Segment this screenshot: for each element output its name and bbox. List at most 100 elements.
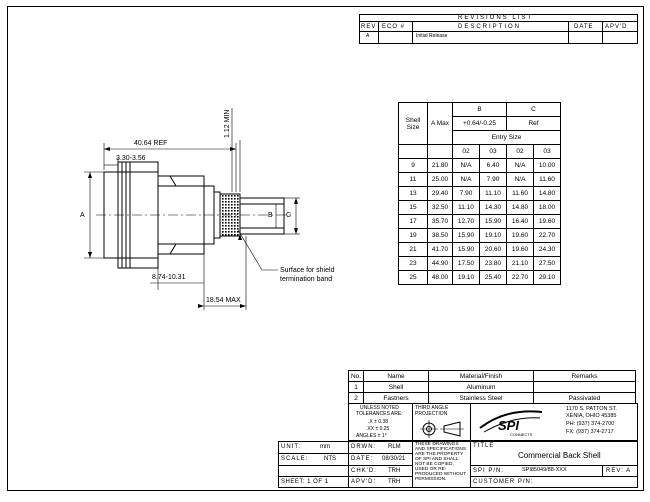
apvd-label: APV'D: <box>351 479 377 485</box>
table-cell: 14.80 <box>506 200 534 215</box>
table-cell: 25.00 <box>427 172 453 187</box>
sub-header: 03 <box>489 148 497 155</box>
parts-col-material: Material/Finish <box>459 372 503 380</box>
label-c: C <box>286 212 292 219</box>
table-cell: 29.10 <box>533 270 561 285</box>
part-remarks <box>533 381 636 393</box>
table-cell: 19 <box>398 228 428 243</box>
table-cell: 17.50 <box>452 256 480 271</box>
chkd-value: TRH <box>388 468 401 474</box>
table-cell: 12.70 <box>452 214 480 229</box>
table-cell: 21 <box>398 242 428 257</box>
table-cell: 13 <box>398 186 428 201</box>
parts-list: No. Name Material/Finish Remarks 1 Shell… <box>348 370 636 404</box>
table-cell: 29.40 <box>427 186 453 201</box>
drawing-frame <box>7 6 644 491</box>
dim-min-label: 1.12 MIN <box>224 109 231 138</box>
table-cell: 25.40 <box>479 270 507 285</box>
notice-line: NOT BE COPIED, <box>415 462 454 467</box>
table-cell: 25 <box>398 270 428 285</box>
date-label: DATE: <box>351 456 374 462</box>
sub-header: 03 <box>543 148 551 155</box>
table-cell: 17 <box>398 214 428 229</box>
notice-line: THESE DRAWINGS <box>415 442 459 447</box>
table-cell: 38.50 <box>427 228 453 243</box>
table-row: 1 Shell Aluminum <box>348 381 636 393</box>
table-cell: 11.60 <box>533 172 561 187</box>
table-cell: 11.10 <box>452 200 480 215</box>
date-value: 08/30/21 <box>382 456 406 462</box>
address-line: 1170 S. PATTON ST. <box>566 406 617 412</box>
date-header: DATE <box>574 24 594 30</box>
table-cell: N/A <box>506 172 534 187</box>
rev-value: A <box>366 33 370 39</box>
chkd-label: CHK'D: <box>351 468 377 474</box>
tol-line: ANGLES ± 1° <box>356 433 387 439</box>
table-cell: 22.70 <box>506 270 534 285</box>
projection-symbol-icon <box>420 420 464 438</box>
tol-line: TOLERANCES ARE: <box>356 411 403 417</box>
table-cell: 21.80 <box>427 158 453 173</box>
address-line: FX: (937) 374-2717 <box>566 429 614 435</box>
pn-value: SPI85049/88-XXX <box>522 467 567 473</box>
table-cell: 44.90 <box>427 256 453 271</box>
table-cell: 15.90 <box>479 214 507 229</box>
table-row: 2 Fastners Stainless Steel Passivated <box>348 392 636 404</box>
table-cell: 7.90 <box>479 172 507 187</box>
projection-line: PROJECTION <box>415 411 448 417</box>
notice-line: ARE THE PROPERTY <box>415 452 464 457</box>
table-cell: 19.10 <box>479 228 507 243</box>
table-cell: 9 <box>398 158 428 173</box>
b-tolerance: +0.64/-0.25 <box>462 120 497 127</box>
table-cell: N/A <box>452 172 480 187</box>
table-cell: N/A <box>452 158 480 173</box>
table-cell: 24.30 <box>533 242 561 257</box>
table-cell: 32.50 <box>427 200 453 215</box>
table-cell: N/A <box>506 158 534 173</box>
table-cell: 14.80 <box>533 186 561 201</box>
table-cell: 15.90 <box>452 242 480 257</box>
table-cell: 10.00 <box>533 158 561 173</box>
table-cell: 22.70 <box>533 228 561 243</box>
surface-note-line1: Surface for shield <box>280 267 335 274</box>
drwn-value: RLM <box>388 444 401 450</box>
spi-logo-icon: SPI CONNECTS <box>479 410 543 437</box>
tol-line: UNLESS NOTED <box>360 405 399 411</box>
table-cell: 11 <box>398 172 428 187</box>
col-b: B <box>477 106 482 113</box>
surface-note-line2: termination band <box>280 276 333 283</box>
table-cell: 14.30 <box>479 200 507 215</box>
description-header: DESCRIPTION <box>458 24 522 30</box>
address-line: XENIA, OHIO 45385 <box>566 413 617 419</box>
table-cell: 15.90 <box>452 228 480 243</box>
rev-header: REV <box>361 24 377 30</box>
table-cell: 15 <box>398 200 428 215</box>
address-line: PH: (937) 374-2700 <box>566 421 615 427</box>
notice-line: PRODUCED WITHOUT <box>415 472 467 477</box>
shell-size-table: Shell Size A Max B C +0.64/-0.25 Ref Ent… <box>398 102 561 285</box>
table-cell: 21.10 <box>506 256 534 271</box>
table-cell: 27.50 <box>533 256 561 271</box>
part-name: Fastners <box>363 392 429 404</box>
apvd-value: TRH <box>388 479 401 485</box>
col-shell-size: Shell Size <box>405 116 421 131</box>
sub-header: 02 <box>462 148 470 155</box>
table-cell: 6.40 <box>479 158 507 173</box>
table-cell: 23.80 <box>479 256 507 271</box>
entry-size: Entry Size <box>491 134 522 141</box>
pn-label: SPI P/N: <box>473 468 505 474</box>
part-material: Aluminum <box>428 381 534 393</box>
table-cell: 48.00 <box>427 270 453 285</box>
parts-col-name: Name <box>387 372 405 380</box>
dim-max-label: 18.54 MAX <box>206 297 241 304</box>
part-name: Shell <box>363 381 429 393</box>
notice-line: OF SPI AND SHALL <box>415 457 459 462</box>
